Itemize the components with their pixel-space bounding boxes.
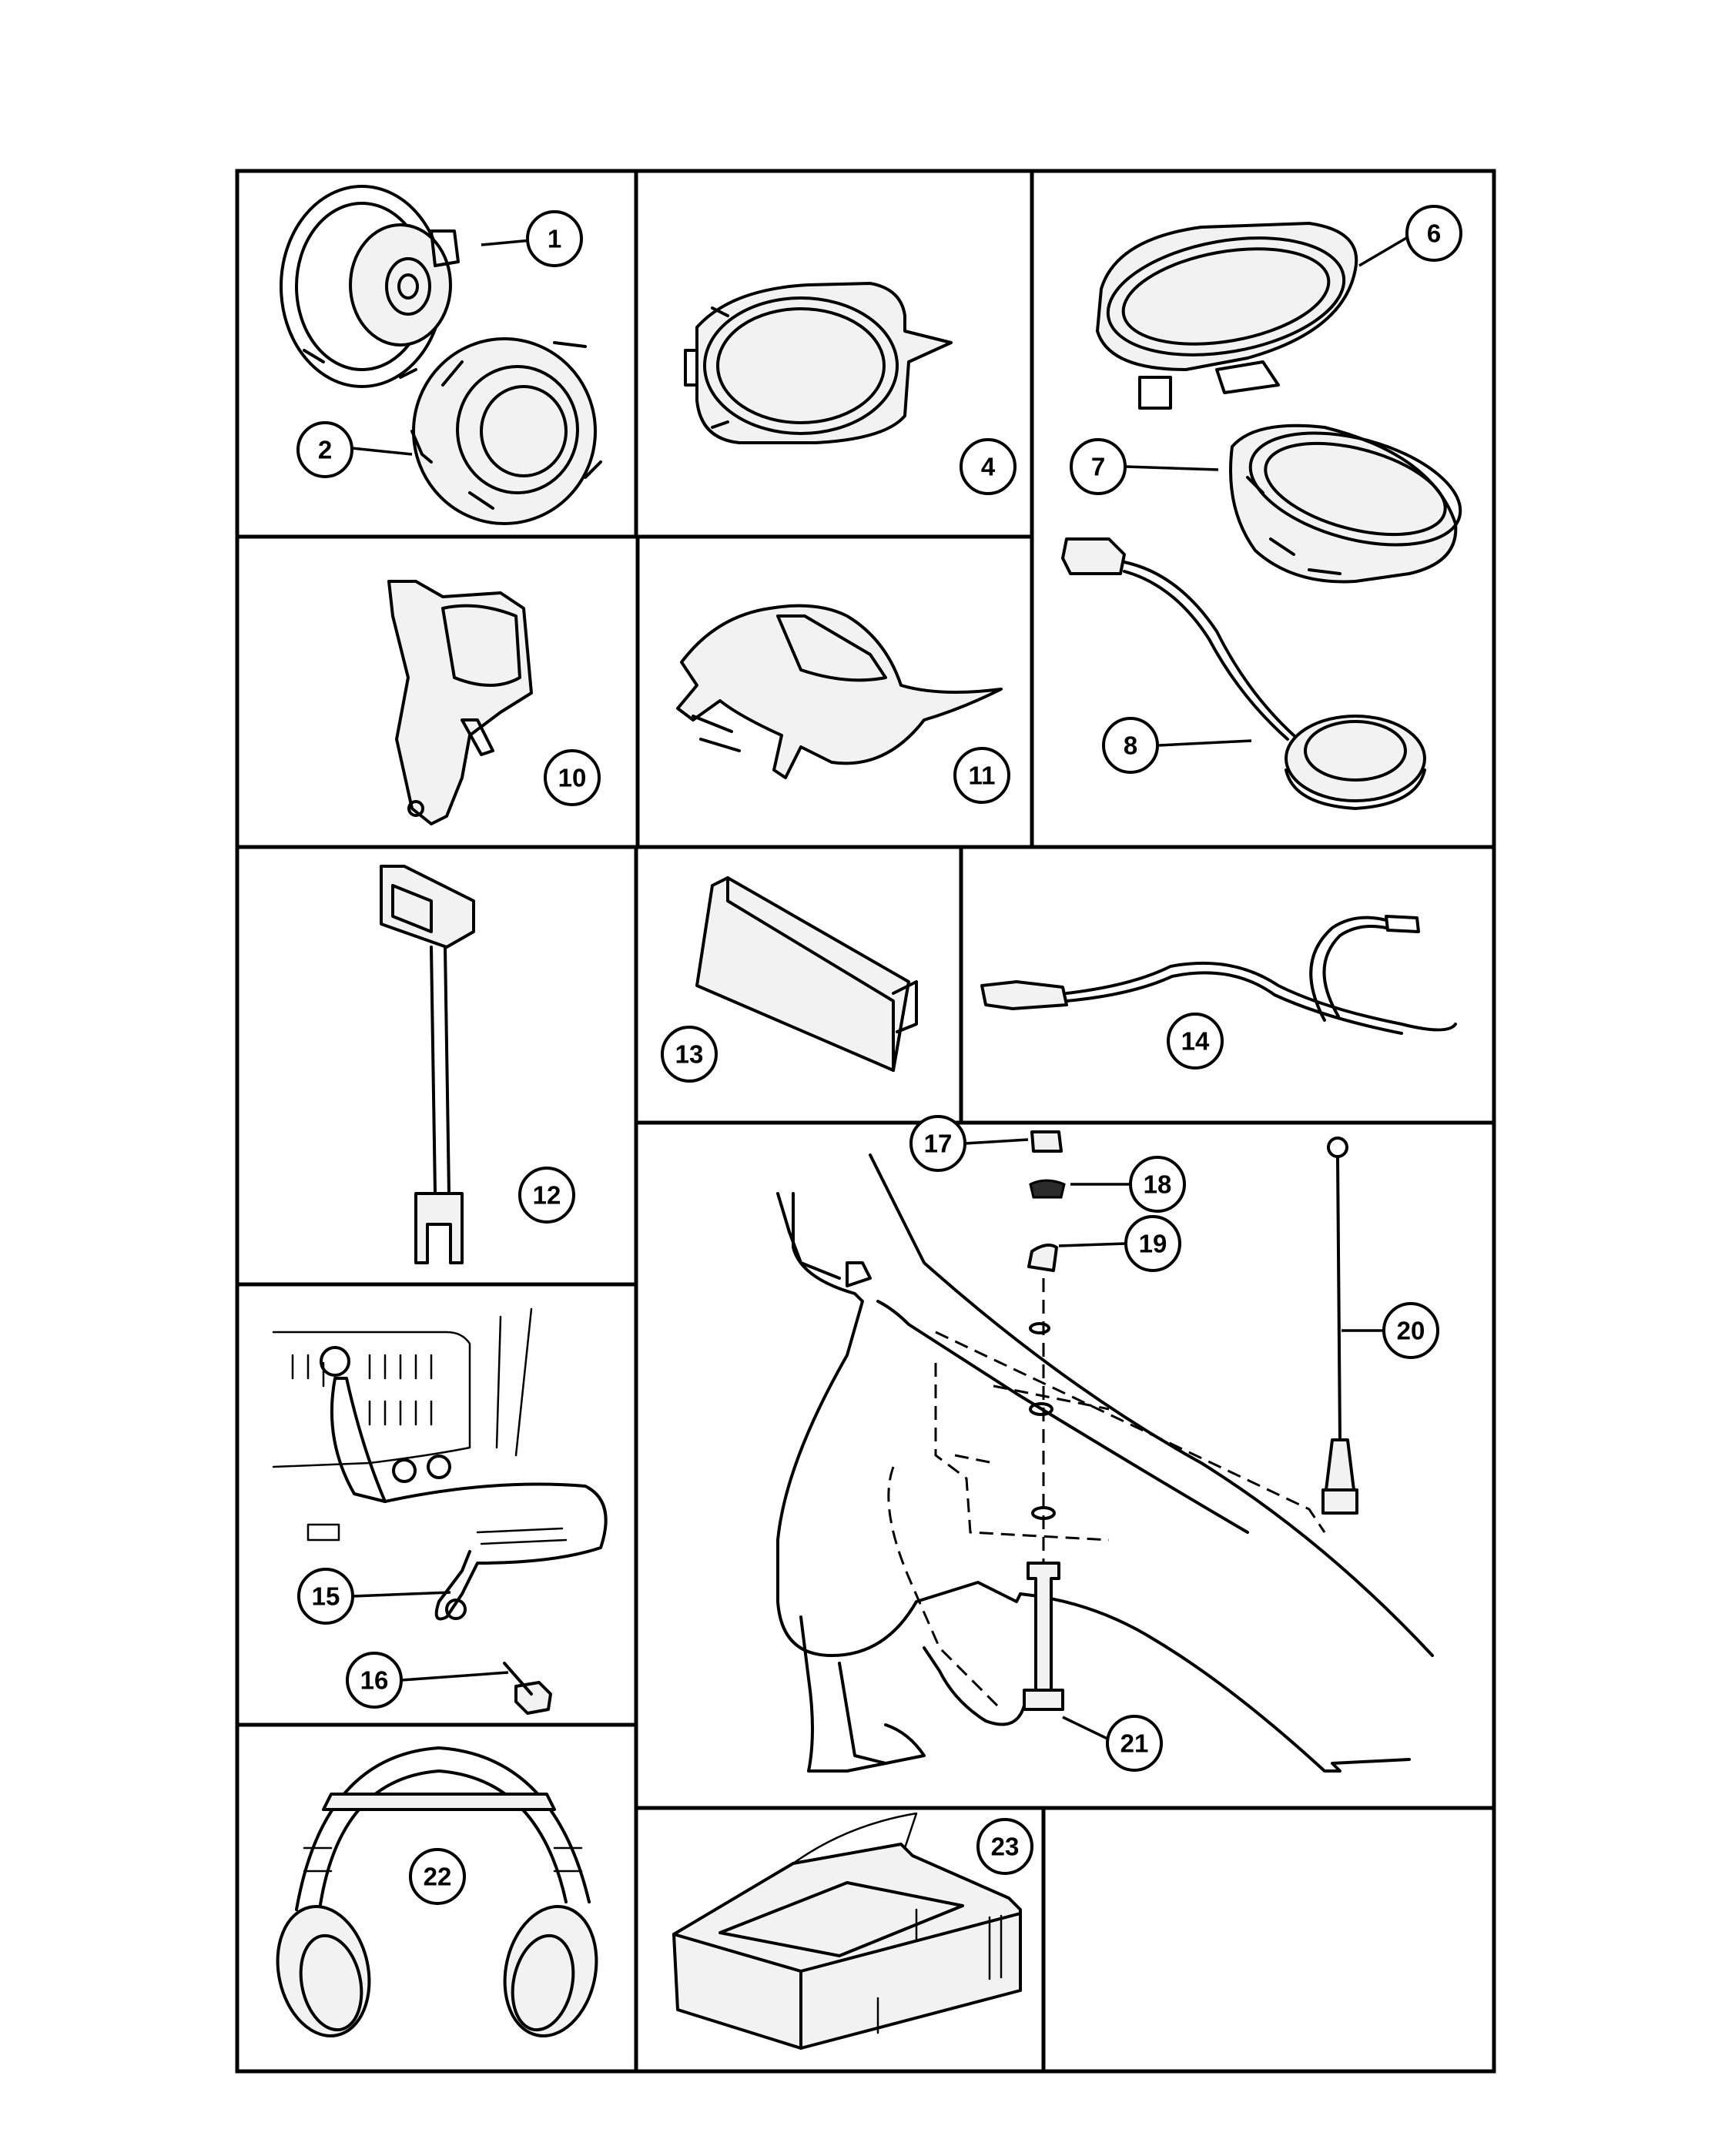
svg-text:18: 18 (1144, 1170, 1172, 1199)
svg-text:14: 14 (1181, 1027, 1210, 1056)
speaker-oval-bracket (684, 282, 953, 444)
radio-module (695, 876, 918, 1072)
svg-text:21: 21 (1120, 1729, 1149, 1758)
fender-outline (776, 1153, 1434, 1773)
callout-4: 4 (960, 438, 1017, 495)
speaker-bracket-right (676, 604, 1003, 779)
antenna-mast-rod (1321, 1137, 1358, 1515)
callout-19: 19 (1124, 1215, 1181, 1272)
callout-6: 6 (1405, 205, 1462, 262)
callout-12: 12 (518, 1167, 575, 1224)
callout-22: 22 (409, 1848, 466, 1905)
svg-text:19: 19 (1139, 1230, 1167, 1258)
callout-11: 11 (953, 747, 1010, 804)
leader-7 (1125, 465, 1219, 471)
callout-23: 23 (976, 1818, 1033, 1875)
ground-strap-assembly (272, 1307, 608, 1715)
svg-text:6: 6 (1427, 219, 1441, 248)
callout-1: 1 (526, 210, 583, 267)
infrared-receiver-box (672, 1812, 1022, 2050)
leader-16 (400, 1671, 509, 1682)
leader-21 (1062, 1716, 1108, 1740)
svg-text:22: 22 (424, 1863, 452, 1891)
svg-text:4: 4 (981, 453, 996, 481)
svg-text:17: 17 (924, 1130, 953, 1158)
callout-13: 13 (661, 1026, 718, 1083)
leader-6 (1358, 236, 1408, 267)
svg-text:15: 15 (312, 1582, 340, 1611)
speaker-oval-6x9 (1096, 222, 1358, 410)
svg-text:12: 12 (533, 1181, 561, 1210)
speaker-tweeter-harness (1061, 537, 1426, 810)
speaker-round-rear (410, 337, 602, 525)
panel-grid (235, 169, 1496, 2074)
leader-2 (351, 447, 413, 456)
callout-10: 10 (544, 749, 601, 806)
callout-7: 7 (1070, 438, 1127, 495)
svg-text:2: 2 (318, 436, 332, 464)
speaker-oval-7 (1229, 424, 1462, 584)
callout-17: 17 (909, 1115, 966, 1172)
svg-text:16: 16 (360, 1666, 389, 1695)
callout-18: 18 (1129, 1156, 1186, 1213)
leader-17 (964, 1138, 1029, 1145)
antenna-mast-assembly (923, 1130, 1066, 1726)
callout-8: 8 (1102, 717, 1159, 774)
wireless-headphones (276, 1746, 598, 2038)
leader-8 (1158, 739, 1252, 747)
callout-21: 21 (1106, 1715, 1163, 1772)
leader-1 (481, 239, 532, 246)
callout-16: 16 (346, 1652, 403, 1709)
svg-text:7: 7 (1091, 453, 1105, 481)
svg-text:11: 11 (969, 762, 996, 790)
svg-text:10: 10 (558, 764, 587, 792)
svg-text:23: 23 (991, 1833, 1020, 1861)
speaker-bracket-left (387, 580, 533, 825)
callout-15: 15 (297, 1568, 354, 1625)
svg-text:8: 8 (1124, 732, 1137, 760)
svg-text:1: 1 (548, 225, 561, 253)
svg-text:13: 13 (675, 1040, 704, 1069)
callout-20: 20 (1382, 1302, 1439, 1359)
antenna-cable (980, 915, 1457, 1035)
callout-14: 14 (1167, 1013, 1224, 1070)
leader-15 (352, 1591, 451, 1598)
leader-19 (1058, 1242, 1127, 1247)
svg-text:20: 20 (1397, 1317, 1425, 1345)
speaker-round-front (280, 185, 460, 388)
callout-2: 2 (296, 421, 353, 478)
antenna-lead-bracket (380, 865, 475, 1264)
